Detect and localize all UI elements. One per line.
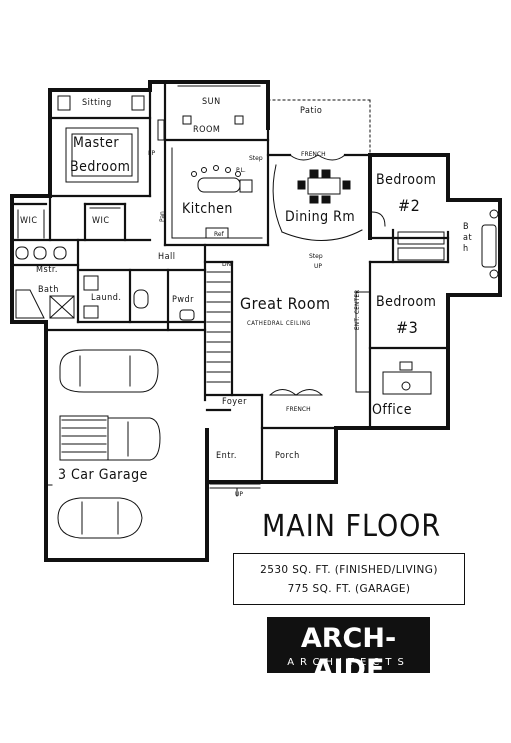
label-ent-center: ENT. CENTER bbox=[354, 289, 361, 330]
annotation-pantry: Pan bbox=[159, 211, 166, 222]
label-sitting: Sitting bbox=[82, 98, 112, 108]
label-laundry: Laund. bbox=[91, 293, 122, 303]
label-hall: Hall bbox=[158, 252, 176, 262]
area-finished: 2530 SQ. FT. (FINISHED/LIVING) bbox=[260, 564, 438, 576]
annotation-french-porch: FRENCH bbox=[286, 406, 311, 413]
annotation-step-2: Step bbox=[309, 253, 323, 260]
stair-treads bbox=[206, 271, 231, 383]
label-patio: Patio bbox=[300, 106, 323, 116]
label-entry: Entr. bbox=[216, 451, 237, 461]
label-bedroom-2-number: #2 bbox=[398, 196, 421, 215]
label-master: Master bbox=[73, 135, 120, 151]
label-kitchen: Kitchen bbox=[182, 201, 233, 217]
fixture-details bbox=[15, 85, 499, 539]
annotation-ref: Ref bbox=[214, 231, 224, 238]
label-bath: Bath bbox=[463, 222, 473, 254]
label-mstr-bath: Bath bbox=[38, 285, 59, 295]
label-great-room: Great Room bbox=[240, 294, 331, 313]
car-icons bbox=[57, 349, 161, 539]
label-powder: Pwdr bbox=[172, 295, 194, 305]
logo-name: ARCH-AIDE bbox=[300, 623, 397, 685]
interior-walls bbox=[10, 80, 450, 484]
area-summary: 2530 SQ. FT. (FINISHED/LIVING) 775 SQ. F… bbox=[233, 553, 465, 605]
annotation-up-entry: UP bbox=[235, 491, 244, 498]
label-garage: 3 Car Garage bbox=[58, 467, 148, 483]
logo-subtitle: ARCHITECTS bbox=[287, 657, 410, 668]
label-sun-room: ROOM bbox=[193, 125, 221, 135]
label-bedroom-2: Bedroom bbox=[376, 172, 437, 188]
label-mstr: Mstr. bbox=[36, 265, 58, 275]
label-cathedral-ceiling: CATHEDRAL CEILING bbox=[247, 320, 311, 327]
annotation-down-stair: DN bbox=[222, 261, 232, 268]
label-wic-2: WIC bbox=[92, 216, 110, 226]
label-porch: Porch bbox=[275, 451, 300, 461]
annotation-pl: P.L. bbox=[236, 167, 246, 174]
label-office: Office bbox=[372, 402, 412, 418]
label-bedroom-3: Bedroom bbox=[376, 294, 437, 310]
label-wic-1: WIC bbox=[20, 216, 38, 226]
label-dining: Dining Rm bbox=[285, 209, 356, 225]
area-garage: 775 SQ. FT. (GARAGE) bbox=[287, 583, 411, 595]
plan-title: MAIN FLOOR bbox=[262, 509, 442, 544]
label-master-bedroom: Bedroom bbox=[70, 159, 131, 175]
label-sun: SUN bbox=[202, 97, 221, 107]
annotation-step: Step bbox=[249, 155, 263, 162]
label-bedroom-3-number: #3 bbox=[396, 318, 419, 337]
label-foyer: Foyer bbox=[222, 397, 247, 407]
annotation-up-dining: UP bbox=[314, 263, 323, 270]
architect-logo: ARCH-AIDE ARCHITECTS bbox=[267, 617, 430, 685]
exterior-walls bbox=[10, 80, 502, 562]
annotation-fp: FP bbox=[148, 150, 156, 157]
annotation-french-patio: FRENCH bbox=[301, 151, 326, 158]
